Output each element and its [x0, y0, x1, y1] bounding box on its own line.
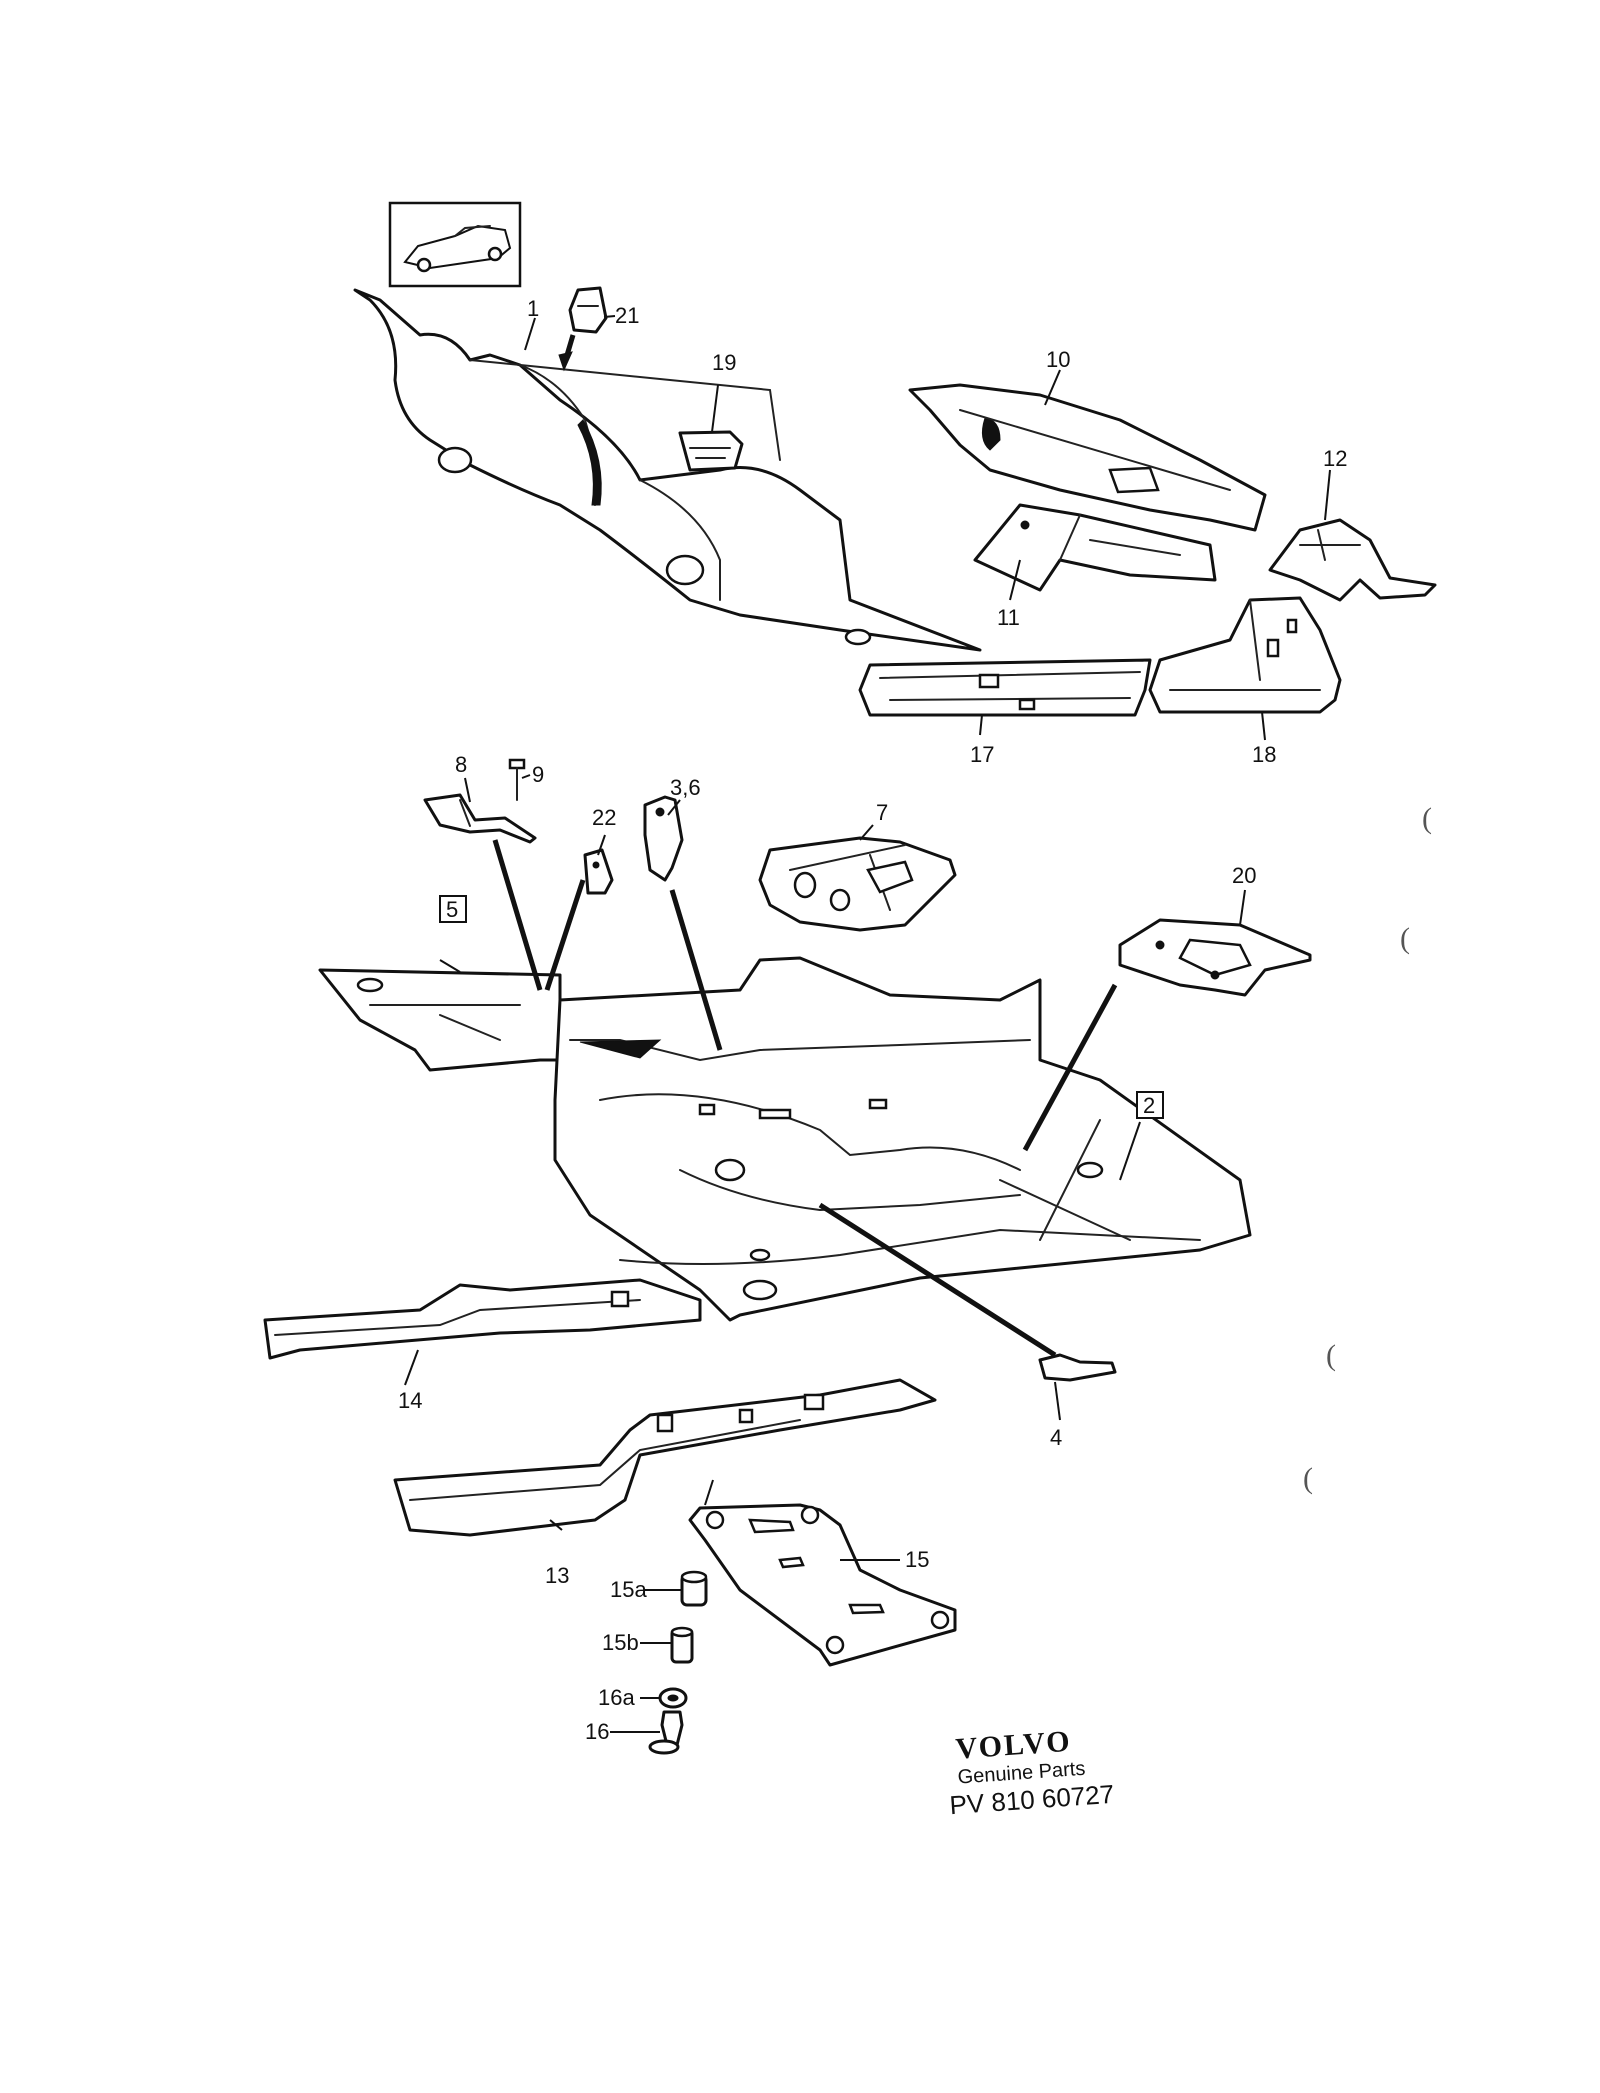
part-16-bolt: [648, 1710, 684, 1755]
callout-16: 16: [585, 1719, 609, 1744]
callout-15a: 15a: [610, 1577, 647, 1602]
part-19-bracket: [678, 430, 744, 472]
part-15b-spacer: [670, 1626, 694, 1664]
part-1-rear-side-panel: [353, 288, 982, 652]
callout-2: 2: [1143, 1093, 1155, 1118]
car-sedan-icon: [388, 201, 522, 288]
part-15a-bushing: [680, 1570, 708, 1607]
callout-21: 21: [615, 303, 639, 328]
part-20-mount-plate: [1118, 918, 1312, 997]
part-10-rear-member: [908, 383, 1267, 532]
margin-mark: (: [1400, 922, 1410, 955]
callout-8: 8: [455, 752, 467, 777]
callout-3-6: 3,6: [670, 775, 701, 800]
part-3-6-plate: [643, 795, 684, 882]
callout-5-box: 5: [439, 895, 467, 923]
callout-labels: 1 21 19 10 12 11 17 18 8 9 3,6 22 7 20 5…: [398, 296, 1347, 1744]
callout-1: 1: [527, 296, 539, 321]
volvo-branding: VOLVO Genuine Parts PV 810 60727: [949, 1725, 1116, 1821]
margin-mark: (: [1303, 1462, 1313, 1495]
part-17-sill-rear: [858, 658, 1152, 717]
callout-10: 10: [1046, 347, 1070, 372]
part-4-clip: [1038, 1353, 1117, 1382]
part-16a-washer: [658, 1687, 688, 1709]
margin-marks: ( ( ( (: [1303, 802, 1432, 1495]
callout-20: 20: [1232, 863, 1256, 888]
callout-12: 12: [1323, 446, 1347, 471]
callout-22: 22: [592, 805, 616, 830]
callout-18: 18: [1252, 742, 1276, 767]
volvo-logo: VOLVO: [955, 1725, 1073, 1766]
part-7-crossmember: [758, 836, 957, 932]
part-11-support: [973, 503, 1217, 592]
part-18-sill-front: [1148, 596, 1342, 714]
callout-7: 7: [876, 800, 888, 825]
part-15-mount-bracket: [688, 1503, 957, 1667]
callout-19: 19: [712, 350, 736, 375]
part-8-bracket: [423, 793, 537, 844]
callout-15b: 15b: [602, 1630, 639, 1655]
callout-4: 4: [1050, 1425, 1062, 1450]
part-22-bracket: [583, 848, 614, 895]
callout-14: 14: [398, 1388, 422, 1413]
part-14-side-member: [263, 1278, 702, 1360]
callout-5: 5: [446, 897, 458, 922]
callout-2-box: 2: [1136, 1091, 1164, 1119]
leader-lines: [404, 315, 1331, 1733]
part-5-floor-left: [318, 968, 562, 1072]
margin-mark: (: [1326, 1339, 1336, 1372]
assembly-arrows: [492, 839, 1118, 1358]
callout-17: 17: [970, 742, 994, 767]
part-13-rail: [393, 1378, 937, 1537]
part-9-bolt: [508, 758, 526, 801]
callout-9: 9: [532, 762, 544, 787]
part-12-cap: [1268, 518, 1437, 602]
callout-11: 11: [997, 605, 1020, 630]
callout-15: 15: [905, 1547, 929, 1572]
callout-13: 13: [545, 1563, 569, 1588]
callout-16a: 16a: [598, 1685, 635, 1710]
margin-mark: (: [1422, 802, 1432, 835]
part-21-clip: [558, 286, 608, 372]
part-2-floor-pan: [553, 956, 1252, 1322]
